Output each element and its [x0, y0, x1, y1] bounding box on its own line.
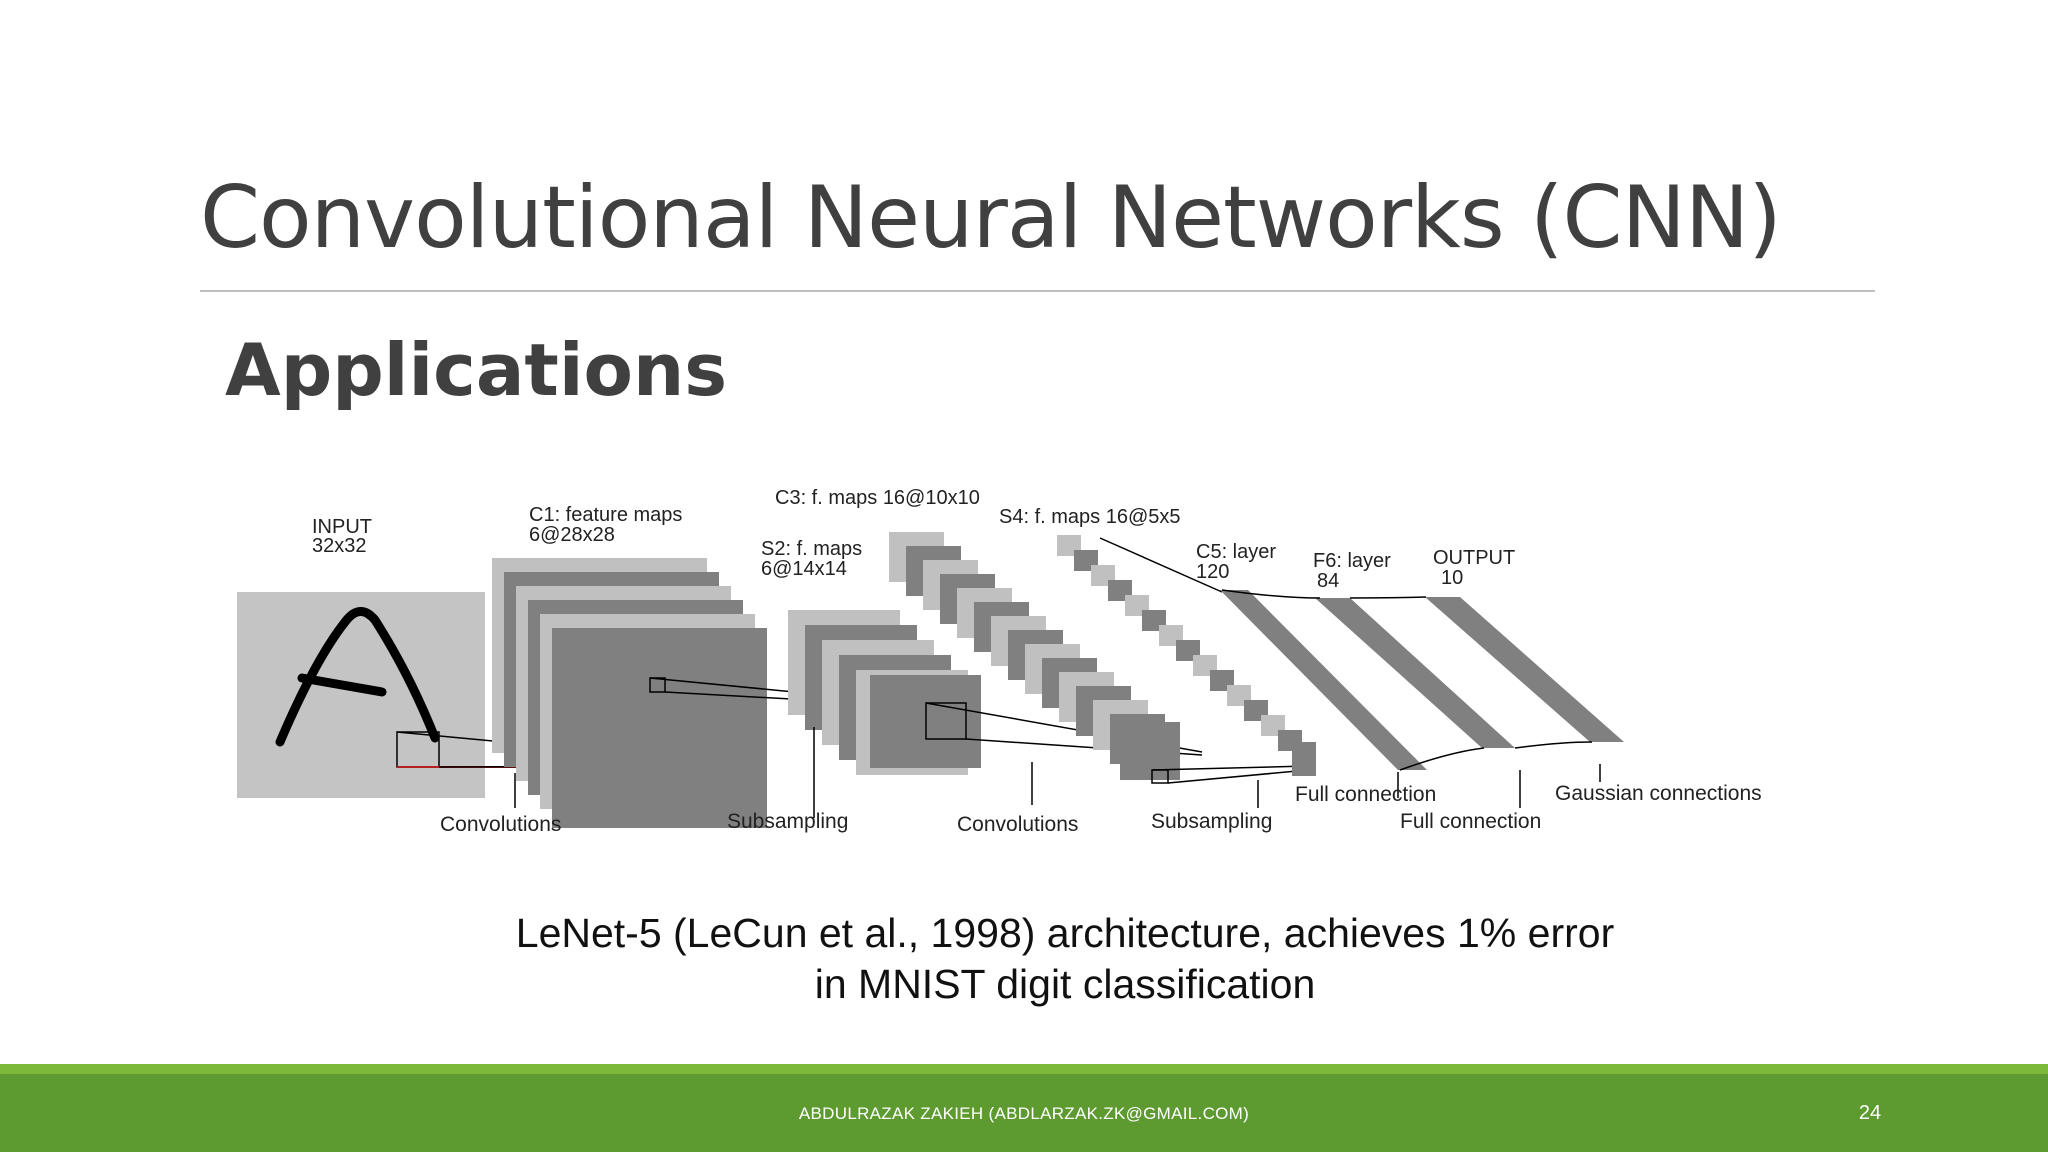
- input-label: INPUT: [312, 516, 372, 538]
- footer-author: ABDULRAZAK ZAKIEH (ABDLARZAK.ZK@GMAIL.CO…: [798, 1104, 1250, 1123]
- c3-feature-maps: [889, 532, 1180, 780]
- s2-feature-maps: [788, 610, 981, 775]
- figure-caption: LeNet-5 (LeCun et al., 1998) architectur…: [355, 908, 1775, 1010]
- op-subsampling-1: Subsampling: [727, 810, 848, 833]
- footer-bar: [0, 1064, 2048, 1152]
- op-full-connection-1: Full connection: [1295, 783, 1436, 806]
- c1-feature-maps: [492, 558, 767, 828]
- s2-size: 6@14x14: [761, 558, 847, 580]
- s2-label: S2: f. maps: [761, 538, 862, 560]
- footer-accent-stripe: [0, 1064, 2048, 1074]
- slide-subtitle: Applications: [225, 328, 728, 412]
- c3-label: C3: f. maps 16@10x10: [775, 487, 980, 509]
- f6-layer-band: [1315, 598, 1515, 748]
- op-subsampling-2: Subsampling: [1151, 810, 1272, 833]
- output-size: 10: [1441, 567, 1463, 589]
- caption-line-1: LeNet-5 (LeCun et al., 1998) architectur…: [515, 910, 1615, 956]
- output-label: OUTPUT: [1433, 547, 1515, 569]
- slide-title: Convolutional Neural Networks (CNN): [200, 168, 1782, 268]
- op-convolutions-2: Convolutions: [957, 813, 1078, 836]
- lenet5-architecture-diagram: INPUT 32x32 C1: feature maps 6@28x28 S2:…: [220, 470, 1840, 1070]
- op-full-connection-2: Full connection: [1400, 810, 1541, 833]
- input-image: [237, 592, 485, 798]
- s4-label: S4: f. maps 16@5x5: [999, 506, 1181, 528]
- s4-feature-maps: [1057, 535, 1316, 776]
- op-gaussian-connections: Gaussian connections: [1555, 782, 1762, 805]
- op-convolutions-1: Convolutions: [440, 813, 561, 836]
- title-divider: [200, 290, 1875, 292]
- c1-label: C1: feature maps: [529, 504, 682, 526]
- f6-size: 84: [1317, 570, 1339, 592]
- c5-size: 120: [1196, 561, 1229, 583]
- output-layer-band: [1425, 597, 1624, 742]
- page-number: 24: [1858, 1102, 1882, 1124]
- input-size: 32x32: [312, 535, 367, 557]
- f6-label: F6: layer: [1313, 550, 1391, 572]
- c5-layer-band: [1220, 590, 1427, 770]
- c5-label: C5: layer: [1196, 541, 1276, 563]
- letter-a-glyph: [275, 607, 440, 747]
- caption-line-2: in MNIST digit classification: [814, 961, 1316, 1007]
- c1-size: 6@28x28: [529, 524, 615, 546]
